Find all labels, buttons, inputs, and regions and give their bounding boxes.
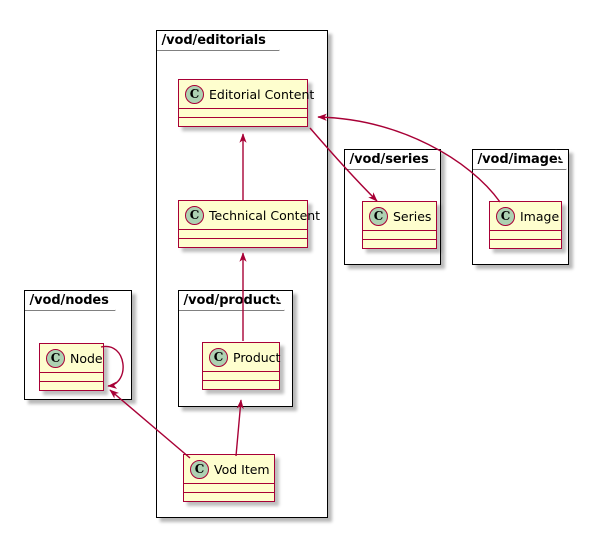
class-methods-compartment [40,382,103,391]
class-header: C Product [203,343,280,372]
class-header: C Image [490,202,561,231]
class-methods-compartment [179,118,307,127]
class-stereotype-icon: C [496,206,515,226]
class-methods-compartment [184,493,274,502]
class-name: Editorial Content [209,86,315,102]
package-title: /vod/products [183,292,284,308]
class-methods-compartment [363,240,436,249]
package-label-vod-images: /vod/images [472,149,567,170]
class-stereotype-icon: C [209,347,228,367]
class-methods-compartment [179,239,307,248]
class-attributes-compartment [203,372,279,381]
class-header: C Editorial Content [179,80,314,109]
class-header: C Series [363,202,436,231]
class-header: C Technical Content [179,201,320,230]
class-technical-content[interactable]: C Technical Content [178,200,320,248]
class-vod-item[interactable]: C Vod Item [183,454,275,502]
class-name: Technical Content [209,207,321,223]
class-stereotype-icon: C [190,459,209,479]
class-header: C Node [40,344,103,373]
class-stereotype-icon: C [46,348,65,368]
class-node[interactable]: C Node [39,343,104,391]
class-name: Vod Item [214,461,270,477]
class-name: Series [393,208,432,224]
class-stereotype-icon: C [369,206,388,226]
package-title: /vod/images [477,151,566,167]
class-name: Node [70,350,103,366]
class-editorial-content[interactable]: C Editorial Content [178,79,314,127]
package-title: /vod/nodes [29,292,109,308]
class-header: C Vod Item [184,455,274,484]
class-stereotype-icon: C [185,84,204,104]
class-methods-compartment [490,240,561,249]
class-attributes-compartment [490,231,561,240]
class-attributes-compartment [184,484,274,493]
package-label-vod-nodes: /vod/nodes [24,290,116,311]
class-attributes-compartment [179,230,307,239]
package-title: /vod/series [349,151,429,167]
class-image[interactable]: C Image [489,201,562,249]
package-label-vod-products: /vod/products [178,290,285,311]
class-attributes-compartment [179,109,307,118]
class-attributes-compartment [40,373,103,382]
package-label-vod-series: /vod/series [344,149,436,170]
class-methods-compartment [203,381,279,390]
class-attributes-compartment [363,231,436,240]
class-series[interactable]: C Series [362,201,437,249]
class-name: Product [233,349,281,365]
class-name: Image [520,208,560,224]
package-title: /vod/editorials [161,32,266,48]
package-label-vod-editorials: /vod/editorials [156,30,280,51]
class-stereotype-icon: C [185,205,204,225]
class-product[interactable]: C Product [202,342,280,390]
